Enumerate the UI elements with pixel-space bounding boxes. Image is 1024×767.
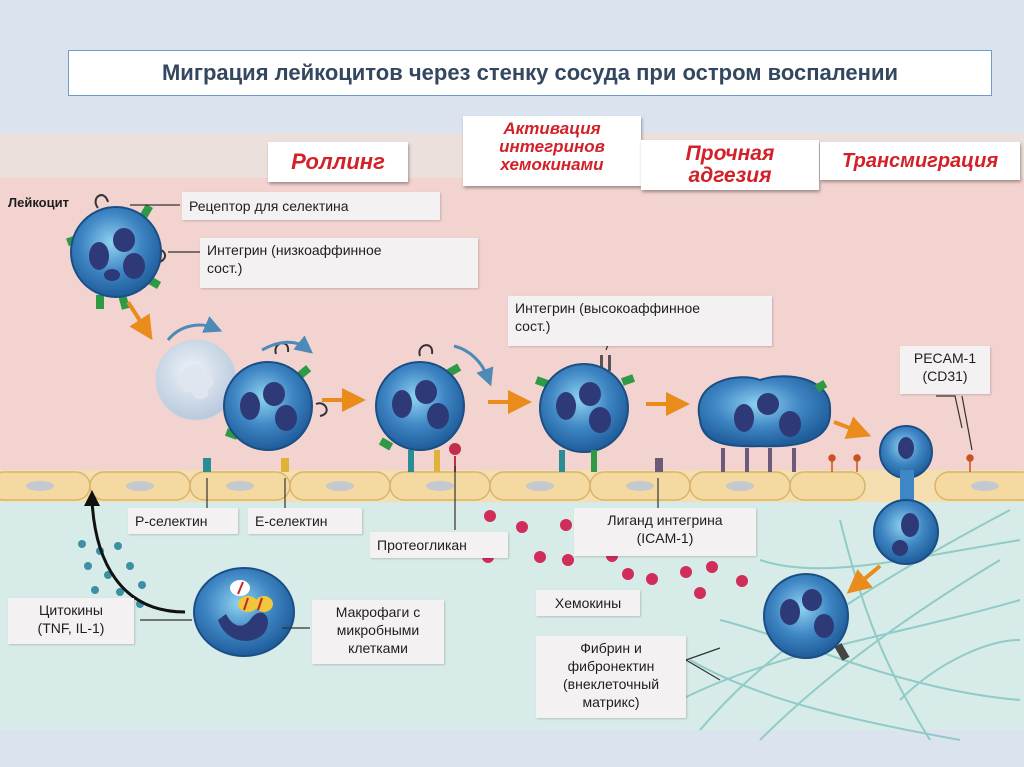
- diagram-title: Миграция лейкоцитов через стенку сосуда …: [68, 50, 992, 96]
- label-cytokines-line-2: (TNF, IL-1): [37, 620, 105, 636]
- label-fibrin-line-2: фибронектин: [567, 658, 655, 674]
- label-macrophages: Макрофаги с микробными клетками: [312, 600, 444, 664]
- leukocyte-2: [223, 342, 328, 451]
- label-macrophages-line-2: микробными: [336, 622, 420, 638]
- label-integrin-high-line-1: Интегрин (высокоаффинное: [515, 300, 701, 316]
- stage-activation: Активация интегринов хемокинами: [463, 116, 641, 186]
- flow-arrows: [126, 300, 882, 594]
- leukocyte-7: [763, 573, 850, 661]
- label-macrophages-line-3: клетками: [348, 640, 408, 656]
- label-pecam-line-1: PECAM-1: [913, 350, 977, 366]
- leukocyte-5: [697, 375, 832, 448]
- endothelial-receptors: [203, 443, 974, 472]
- label-pecam: PECAM-1 (CD31): [900, 346, 990, 394]
- cytokine-dots: [78, 540, 146, 608]
- label-integrin-high-line-2: сост.): [515, 318, 551, 334]
- endothelium: [0, 470, 1024, 502]
- stage-activation-line-1: Активация: [503, 119, 601, 138]
- tissue-region: [0, 500, 1024, 730]
- label-integrin-low-line-2: сост.): [207, 260, 243, 276]
- label-integrin-low-line-1: Интегрин (низкоаффинное: [207, 242, 382, 258]
- cytokine-arrow: [90, 499, 186, 614]
- label-fibrin-line-1: Фибрин и: [580, 640, 642, 656]
- label-integrin-ligand-line-1: Лиганд интегрина: [607, 512, 723, 528]
- stage-adhesion: Прочная адгезия: [641, 140, 819, 190]
- label-cytokines: Цитокины (TNF, IL-1): [8, 598, 134, 644]
- label-integrin-high: Интегрин (высокоаффинное сост.): [508, 296, 772, 346]
- leukocyte-4: [534, 355, 636, 453]
- stage-rolling: Роллинг: [268, 142, 408, 182]
- stage-adhesion-line-2: адгезия: [688, 164, 772, 187]
- label-proteoglycan: Протеогликан: [370, 532, 508, 558]
- leukocyte-1: [66, 194, 166, 310]
- label-chemokines: Хемокины: [536, 590, 640, 616]
- stage-transmigration: Трансмиграция: [820, 142, 1020, 180]
- stage-adhesion-line-1: Прочная: [685, 142, 775, 165]
- label-integrin-ligand: Лиганд интегрина (ICAM-1): [574, 508, 756, 556]
- label-fibrin: Фибрин и фибронектин (внеклеточный матри…: [536, 636, 686, 718]
- label-integrin-ligand-line-2: (ICAM-1): [636, 530, 694, 546]
- label-e-selectin: E-селектин: [248, 508, 362, 534]
- stage-activation-line-2: интегринов: [499, 137, 605, 156]
- stage-activation-line-3: хемокинами: [500, 155, 604, 174]
- stage-rolling-text: Роллинг: [291, 149, 385, 174]
- label-p-selectin: P-селектин: [128, 508, 238, 534]
- leader-lines: [130, 204, 973, 681]
- label-fibrin-line-3: (внеклеточный: [562, 676, 660, 692]
- label-leukocyte: Лейкоцит: [8, 195, 69, 210]
- label-integrin-low: Интегрин (низкоаффинное сост.): [200, 238, 478, 288]
- leukocyte-6: [873, 425, 939, 565]
- label-selectin-receptor: Рецептор для селектина: [182, 192, 440, 220]
- macrophage-cell: [193, 567, 295, 657]
- label-cytokines-line-1: Цитокины: [39, 602, 103, 618]
- label-fibrin-line-4: матрикс): [582, 694, 640, 710]
- label-macrophages-line-1: Макрофаги с: [335, 604, 421, 620]
- label-pecam-line-2: (CD31): [922, 368, 968, 384]
- stage-transmigration-text: Трансмиграция: [841, 150, 999, 172]
- leukocyte-3: [375, 344, 465, 451]
